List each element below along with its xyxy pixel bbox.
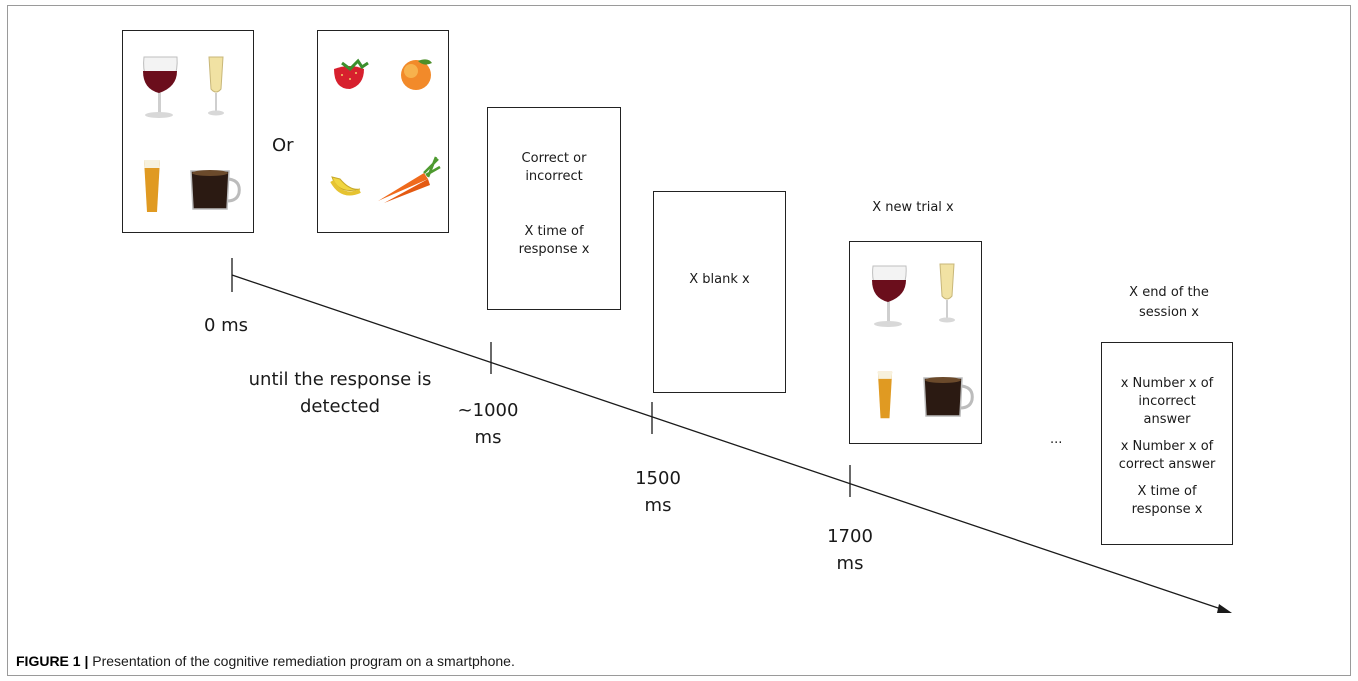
tick-label-0ms: 0 ms (203, 315, 249, 336)
new-trial-screen (849, 241, 982, 444)
end-session-screen: x Number x of incorrect answer x Number … (1101, 342, 1233, 545)
or-label: Or (272, 135, 294, 156)
end-session-title: X end of the session x (1129, 285, 1209, 320)
champagne-flute-icon (208, 56, 224, 116)
caption-text: Presentation of the cognitive remediatio… (92, 653, 515, 669)
tick-label-1700ms: 1700 ms (827, 526, 873, 574)
new-trial-title: X new trial x (872, 200, 954, 215)
strawberry-icon (334, 58, 369, 89)
blank-screen: X blank x (653, 191, 786, 393)
blank-text: X blank x (689, 272, 750, 287)
feedback-time-text: X time of response x (518, 224, 590, 257)
timeline-arrowhead (1217, 604, 1232, 613)
wine-glass-icon (143, 56, 178, 118)
feedback-screen: Correct or incorrect X time of response … (487, 107, 621, 310)
end-incorrect-text: x Number x of incorrect answer (1120, 376, 1214, 427)
end-correct-text: x Number x of correct answer (1118, 439, 1216, 472)
until-response-annotation: until the response is detected (248, 369, 432, 417)
end-time-text: X time of response x (1131, 484, 1203, 517)
timeline-line (231, 274, 1225, 611)
beer-glass-icon (877, 371, 893, 419)
champagne-flute-icon (939, 263, 955, 323)
tick-label-1500ms: 1500 ms (635, 468, 681, 516)
food-screen (317, 30, 449, 233)
tick-label-1000ms: ~1000 ms (457, 400, 519, 448)
beer-glass-icon (144, 160, 160, 212)
peach-icon (401, 59, 432, 90)
carrot-icon (378, 156, 441, 203)
drinks-screen (122, 30, 254, 233)
coffee-mug-icon (923, 377, 974, 417)
ellipsis: ... (1050, 432, 1063, 447)
coffee-mug-icon (190, 170, 241, 210)
caption-label: FIGURE 1 | (16, 653, 89, 669)
figure-caption: FIGURE 1 | Presentation of the cognitive… (16, 653, 515, 669)
banana-icon (330, 176, 361, 196)
feedback-correct-text: Correct or incorrect (521, 151, 587, 184)
wine-glass-icon (872, 265, 907, 327)
